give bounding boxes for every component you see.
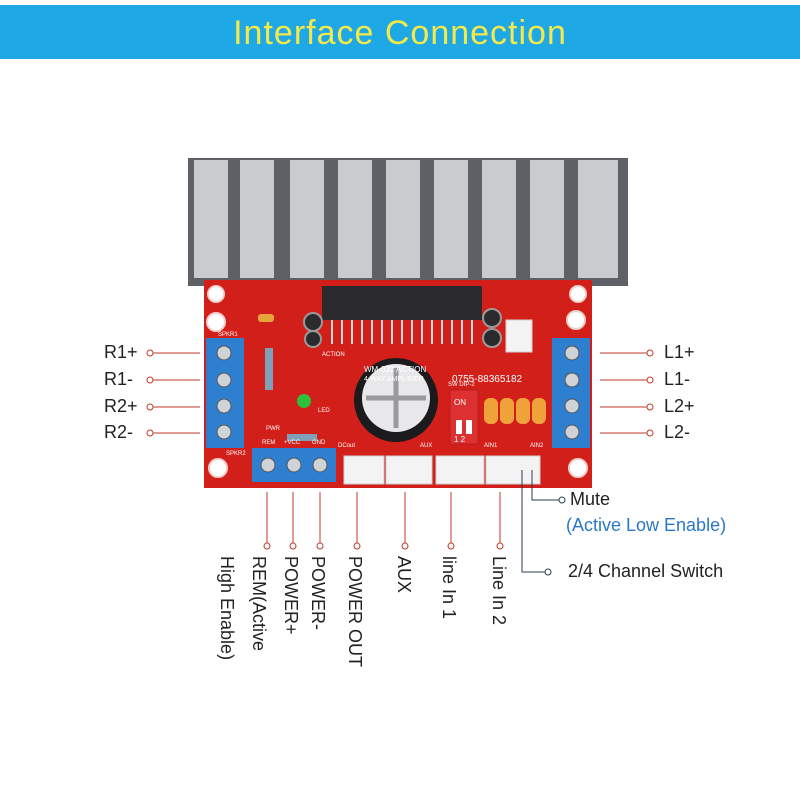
heatsink-fin	[240, 160, 274, 278]
mount-hole	[208, 458, 228, 478]
label-l1-minus: L1-	[664, 369, 691, 389]
silk-ain1: AIN1	[484, 443, 498, 449]
silk-action: ACTION	[322, 352, 345, 358]
title-banner: Interface Connection	[0, 5, 800, 59]
dip-switch-lever-2	[466, 420, 472, 434]
power-led	[297, 394, 311, 408]
silk-type: 4-WAY AMPLIFIER	[364, 376, 424, 383]
mute-header	[505, 319, 533, 353]
silk-switch-label: SW DIP-2	[448, 382, 475, 388]
connector-line-in-2	[485, 455, 541, 485]
power-terminal	[252, 448, 336, 482]
small-cap-orange	[258, 314, 274, 322]
right-speaker-terminal	[552, 338, 590, 448]
silk-phone: 0755-88365182	[452, 374, 523, 385]
callout-dot	[646, 403, 654, 411]
callout-dot	[146, 349, 154, 357]
resistor	[265, 348, 273, 390]
small-capacitor	[482, 328, 502, 348]
mount-hole	[569, 285, 587, 303]
heatsink-fin	[338, 160, 372, 278]
silk-spkr2: SPKR2	[226, 451, 246, 457]
bottom-callouts	[263, 492, 504, 550]
connector-power-out	[343, 455, 385, 485]
label-l1-plus: L1+	[664, 342, 695, 362]
callout-dot	[646, 429, 654, 437]
silk-pwr: PWR	[266, 426, 281, 432]
switch-callout	[521, 470, 552, 576]
silk-switch-on: ON	[454, 398, 466, 407]
mute-callout	[531, 470, 566, 504]
mount-hole	[568, 458, 588, 478]
input-capacitor	[516, 398, 530, 424]
callout-dot	[146, 376, 154, 384]
heatsink-fin	[434, 160, 468, 278]
label-l2-minus: L2-	[664, 422, 691, 442]
input-capacitor	[532, 398, 546, 424]
ic-pins	[331, 320, 473, 344]
silk-rem: REM	[262, 440, 275, 446]
small-capacitor	[304, 330, 322, 348]
silk-spkr1: SPKR1	[218, 332, 238, 338]
label-l2-plus: L2+	[664, 396, 695, 416]
label-r1-minus: R1-	[104, 369, 134, 389]
input-capacitor	[484, 398, 498, 424]
label-aux: AUX	[394, 556, 414, 594]
label-power-minus: POWER-	[308, 556, 328, 630]
small-capacitor	[303, 312, 323, 332]
amplifier-ic	[322, 286, 482, 320]
silk-dcout: DCout	[338, 443, 355, 449]
label-line-in-2: Line In 2	[489, 556, 509, 626]
label-r1-plus: R1+	[104, 342, 138, 362]
page-title: Interface Connection	[233, 14, 567, 52]
dip-switch	[449, 389, 479, 445]
callout-dot	[146, 403, 154, 411]
silk-led: LED	[318, 408, 330, 414]
connector-line-in-1	[435, 455, 485, 485]
heatsink-fin	[578, 160, 618, 278]
mount-hole	[566, 310, 586, 330]
label-rem-line2: High Enable)	[217, 556, 237, 661]
silk-vcc: +VCC	[284, 440, 301, 446]
heatsink-fin	[530, 160, 564, 278]
label-channel-switch: 2/4 Channel Switch	[568, 561, 724, 581]
silk-aux: AUX	[420, 443, 432, 449]
silk-model: WM-032 ACTION	[364, 365, 426, 374]
heatsink-fin	[386, 160, 420, 278]
dip-switch-lever-1	[456, 420, 462, 434]
label-mute: Mute	[570, 489, 611, 509]
heatsink-fin	[290, 160, 324, 278]
connector-aux	[385, 455, 433, 485]
silk-switch-nums: 1 2	[454, 435, 466, 444]
silk-ain2: AIN2	[530, 443, 544, 449]
small-capacitor	[482, 308, 502, 328]
label-rem-line1: REM(Active	[249, 556, 269, 652]
callout-dot	[646, 349, 654, 357]
label-mute-note: (Active Low Enable)	[566, 515, 727, 535]
right-callouts	[600, 349, 654, 437]
label-power-plus: POWER+	[281, 556, 301, 635]
label-power-out: POWER OUT	[345, 556, 365, 667]
resistor	[287, 434, 317, 441]
capacitor-vent	[366, 368, 426, 428]
label-r2-plus: R2+	[104, 396, 138, 416]
silk-gnd: GND	[312, 440, 326, 446]
heatsink-fin	[482, 160, 516, 278]
mount-hole	[206, 312, 226, 332]
left-speaker-terminal	[206, 338, 244, 448]
heatsink	[188, 158, 628, 286]
callout-dot	[646, 376, 654, 384]
label-r2-minus: R2-	[104, 422, 134, 442]
callout-dot	[146, 429, 154, 437]
input-capacitor	[500, 398, 514, 424]
heatsink-fin	[194, 160, 228, 278]
left-callouts	[146, 349, 200, 437]
mount-hole	[207, 285, 225, 303]
label-line-in-1: line In 1	[439, 556, 459, 620]
